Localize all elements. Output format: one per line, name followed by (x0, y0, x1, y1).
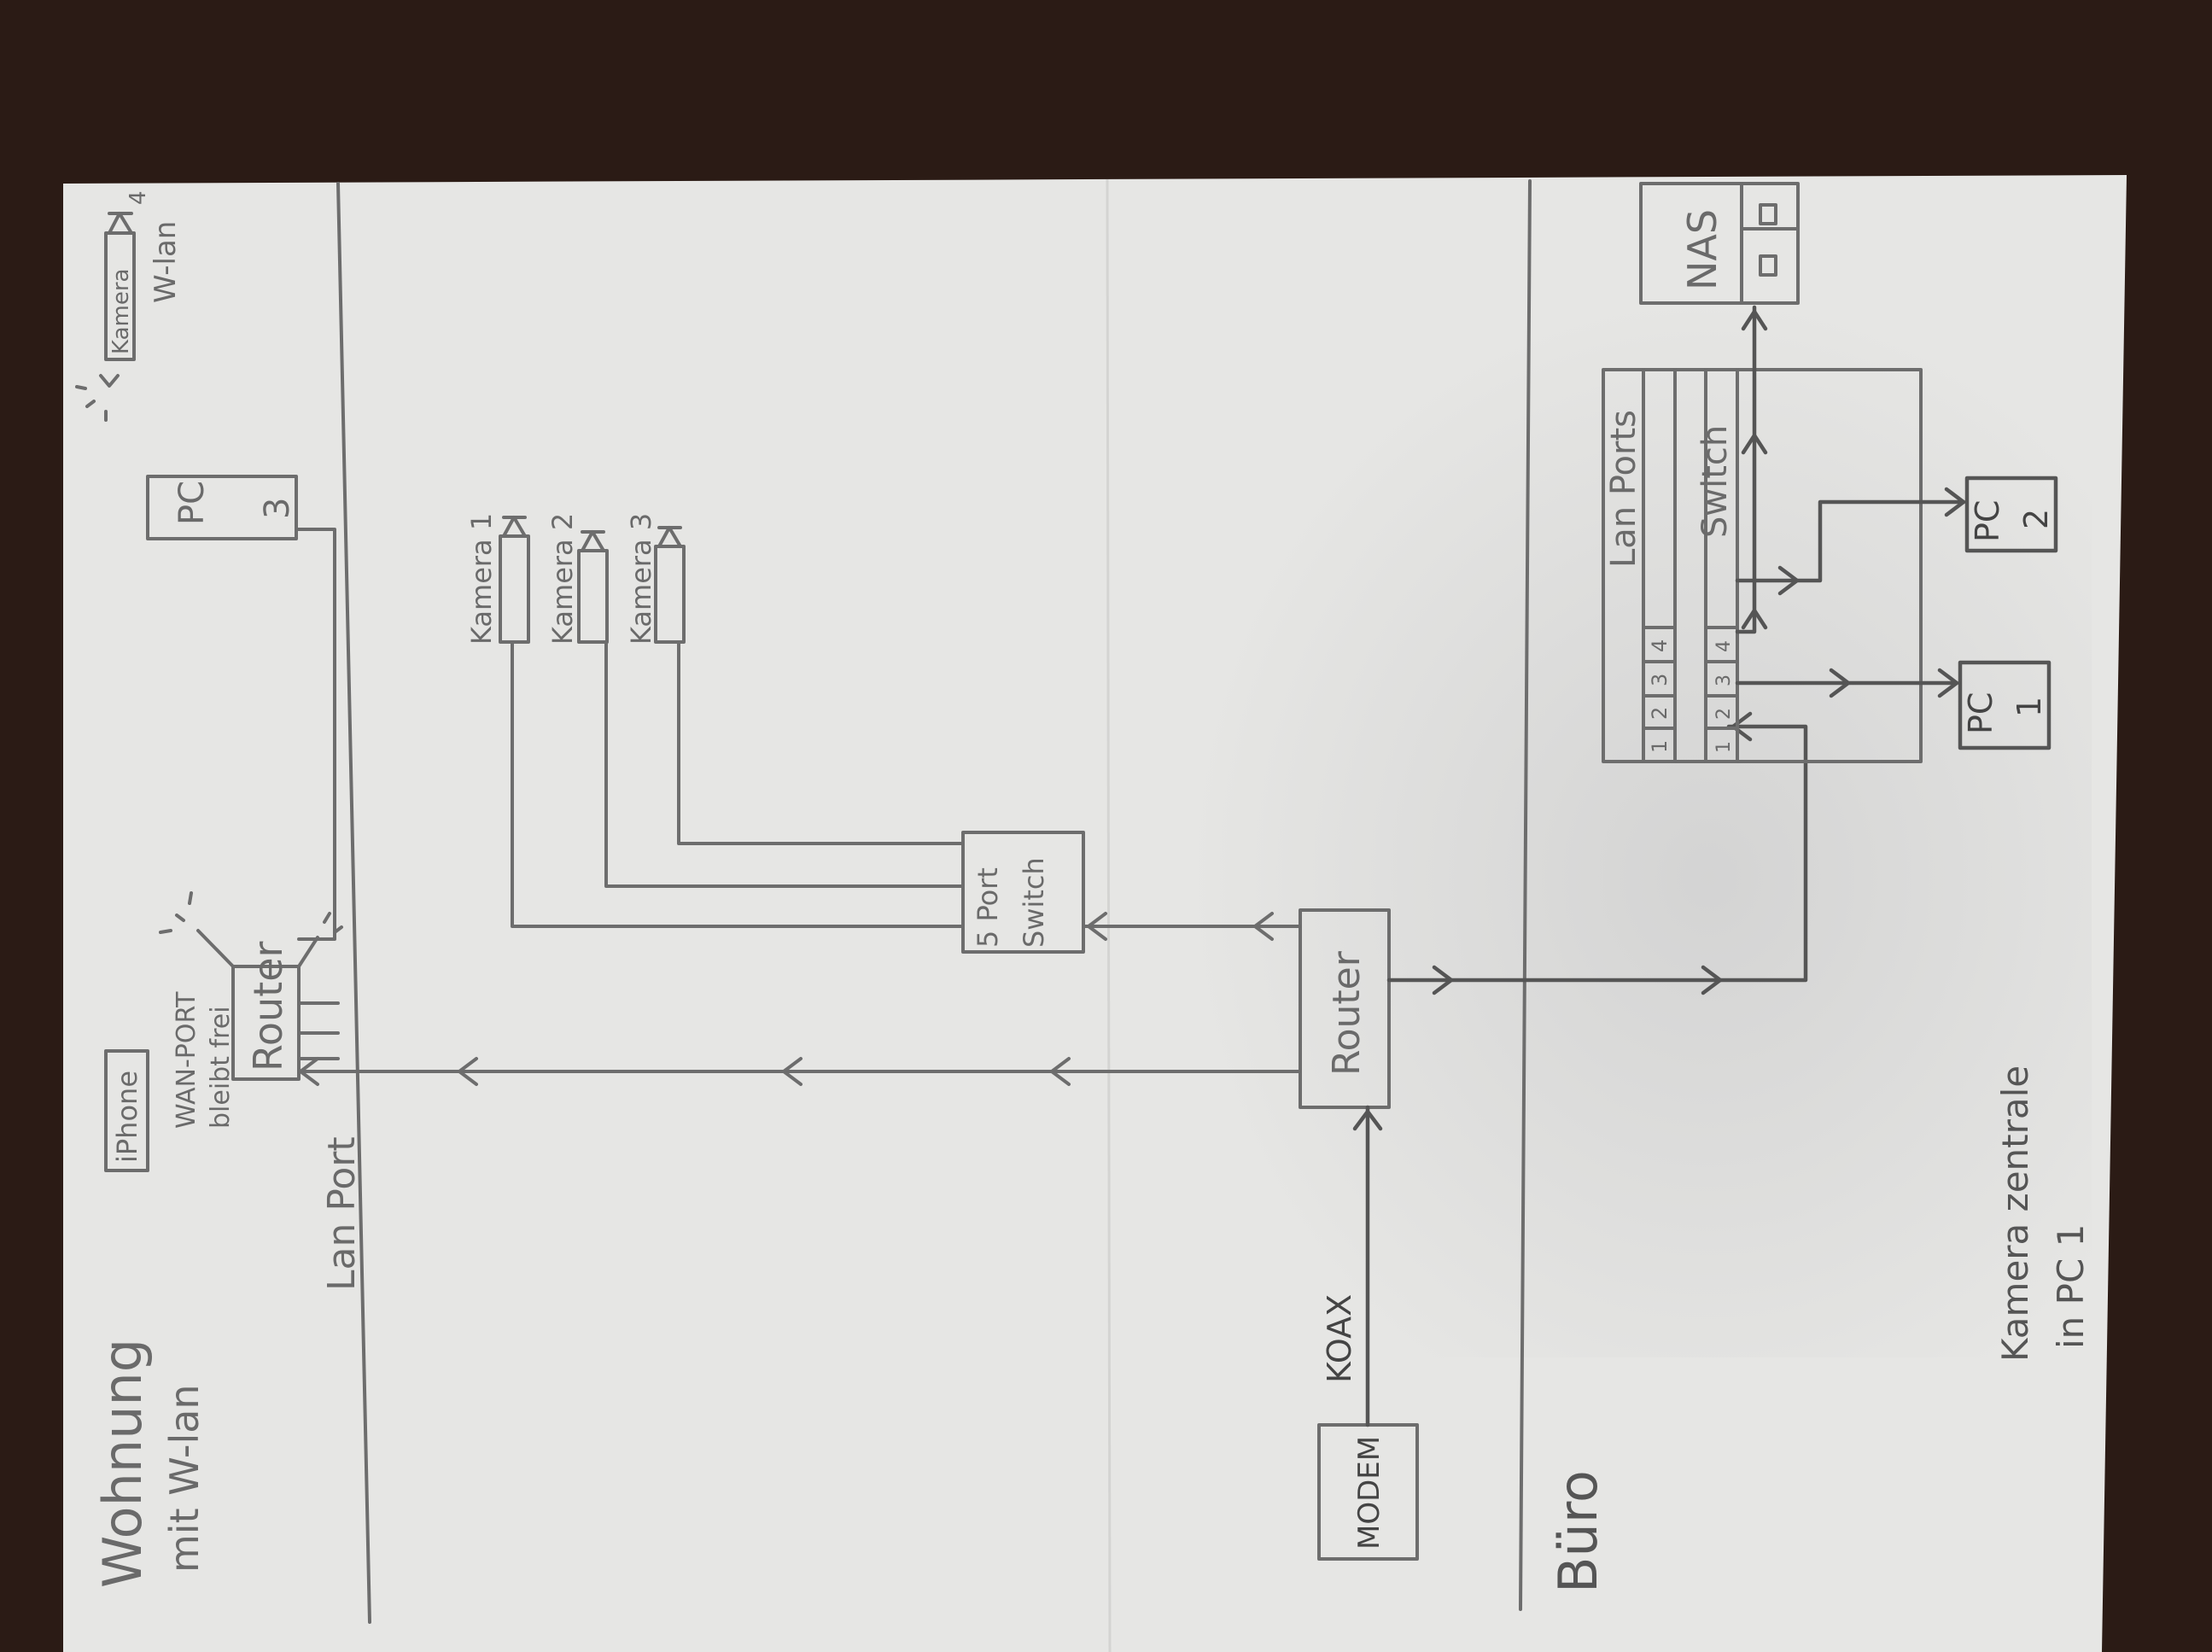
iphone: iPhone (104, 1049, 149, 1172)
switch-port-1: 1 (1713, 741, 1735, 753)
camera-1: Kamera 1 (465, 513, 530, 645)
lan-port-1: 1 (1648, 740, 1672, 753)
switch-port-2: 2 (1713, 708, 1735, 720)
camera-3: Kamera 3 (625, 513, 686, 645)
camera-1-label: Kamera 1 (465, 513, 498, 645)
camera-2-lens-icon (581, 530, 605, 552)
camera-4: Kamera 4 W-lan (75, 190, 183, 422)
camera-2-label: Kamera 2 (546, 513, 579, 645)
arrow-left-icon (299, 1057, 1071, 1086)
office-note-1: Kamera zentrale (1994, 1065, 2036, 1362)
pc1: PC 1 (1958, 660, 2051, 750)
pc3: PC 3 (146, 475, 336, 941)
arrow-up-icon (1352, 1109, 1383, 1131)
camera-4-wlan: W-lan (149, 221, 183, 303)
wan-note-2: bleibt frei (206, 1006, 236, 1129)
arrow-right-icon (1829, 668, 1959, 698)
lan-ports-label: Lan Ports (1604, 410, 1643, 568)
switch-port-row: 1 2 3 4 (1704, 626, 1739, 763)
arrow-right-icon (1777, 487, 1966, 596)
pc1-label-b: 1 (2011, 697, 2048, 717)
wifi-signal-icon (75, 374, 120, 422)
pc3-label-b: 3 (258, 498, 297, 519)
switch-label: Switch (1695, 425, 1735, 538)
apartment-subtitle: mit W-lan (161, 1384, 207, 1573)
divider-office (1519, 179, 1532, 1611)
main-router: Router (1299, 908, 1391, 1109)
nas-label: NAS (1679, 209, 1725, 290)
camera-4-number: 4 (125, 190, 151, 205)
pc3-cable (295, 528, 336, 941)
camera-4-label: Kamera (108, 269, 134, 354)
arrow-up-icon (1741, 309, 1768, 630)
camera-3-label: Kamera 3 (625, 513, 657, 645)
office-title: Büro (1547, 1470, 1609, 1593)
pc2-label-b: 2 (2017, 509, 2055, 529)
nas: NAS (1639, 182, 1800, 305)
five-port-switch-label-2: Switch (1018, 857, 1050, 948)
lan-port-4: 4 (1648, 639, 1672, 652)
office-switch: Lan Ports Switch 1 2 3 4 1 2 3 4 (1602, 368, 1923, 763)
camera-1-lens-icon (502, 516, 527, 538)
camera-2: Kamera 2 (546, 513, 609, 645)
main-router-label: Router (1325, 950, 1369, 1076)
wan-note-1: WAN-PORT (172, 991, 201, 1129)
apartment-router-label: Router (245, 941, 291, 1071)
camera-cables (511, 640, 965, 928)
switch-port-4: 4 (1713, 640, 1735, 652)
apartment-title: Wohnung (91, 1339, 154, 1588)
antenna-left (159, 891, 235, 968)
switch-to-pc2-cable (1735, 499, 1966, 583)
arrow-right-icon (1432, 965, 1723, 995)
divider-apartment (336, 182, 371, 1624)
switch-port-3: 3 (1713, 674, 1735, 686)
paper-shadow (1135, 290, 2092, 1357)
pc1-label-a: PC (1962, 692, 1999, 734)
five-port-switch: 5 Port Switch (961, 831, 1085, 954)
iphone-label: iPhone (111, 1071, 143, 1163)
camera-3-lens-icon (657, 526, 682, 548)
five-port-switch-label-1: 5 Port (972, 867, 1004, 948)
office-uplink (1386, 724, 1808, 983)
modem-label: MODEM (1352, 1436, 1386, 1550)
lan-port-label: Lan Port (320, 1136, 364, 1291)
pc2-label-a: PC (1969, 500, 2006, 542)
apartment-router: Router (159, 891, 343, 1081)
camera-4-lens-icon (108, 212, 133, 235)
lan-port-3: 3 (1648, 674, 1672, 686)
office-note-2: in PC 1 (2050, 1224, 2092, 1349)
paper-fold (1106, 178, 1112, 1652)
koax-label: KOAX (1321, 1294, 1358, 1383)
lan-port-2: 2 (1648, 707, 1672, 720)
arrow-left-icon (1087, 912, 1274, 941)
pc2: PC 2 (1964, 476, 2058, 553)
lan-port-row: 1 2 3 4 (1642, 626, 1677, 763)
switch-to-nas-cable (1735, 305, 1757, 634)
pc3-label-a: PC (172, 481, 212, 525)
drive-icon (1759, 203, 1777, 277)
